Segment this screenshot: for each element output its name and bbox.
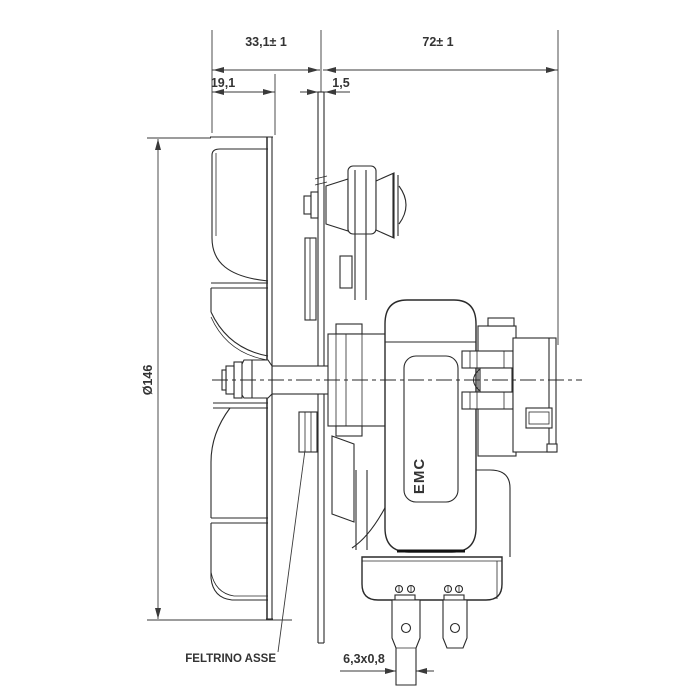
mount-dome — [398, 185, 407, 225]
dim-text-19: 19,1 — [211, 76, 235, 90]
arrowhead — [213, 67, 224, 73]
axle-felt-washer — [298, 411, 318, 453]
dimension-texts: 33,1± 1 72± 1 19,1 1,5 Ø146 6,3x0,8 FELT… — [141, 35, 454, 666]
motor-body: EMC — [384, 299, 477, 553]
mount-grommet-right — [375, 172, 395, 239]
bracket-clamp-bottom — [331, 435, 355, 523]
arrowhead — [263, 89, 274, 95]
arrowhead — [385, 668, 396, 674]
plate-break-mark — [314, 175, 328, 180]
terminal-hole — [449, 622, 461, 634]
bracket-arms — [331, 170, 391, 550]
bracket-clamp-top — [339, 255, 353, 289]
terminal-hole — [400, 622, 412, 634]
arrowhead — [307, 89, 318, 95]
arrowhead — [155, 608, 161, 619]
hub-and-shaft — [221, 359, 343, 399]
felt-leader-line — [277, 449, 306, 653]
end-housing-foot — [546, 443, 558, 453]
terminal-box — [361, 556, 503, 686]
rear-bearing-assembly — [461, 317, 558, 457]
terminal-screws — [394, 584, 464, 594]
fan-blade — [210, 316, 268, 361]
arrowhead — [416, 668, 427, 674]
arrowhead — [325, 67, 336, 73]
arrowhead — [325, 89, 336, 95]
terminal-box-body — [361, 556, 503, 601]
dimension-lines — [147, 30, 559, 674]
dim-text-33: 33,1± 1 — [245, 35, 287, 49]
dim-text-72: 72± 1 — [422, 35, 453, 49]
fan-blade — [210, 311, 269, 357]
end-housing-slot — [525, 407, 553, 429]
felt-callout-text: FELTRINO ASSE — [185, 653, 276, 665]
fan-blade — [210, 577, 268, 601]
motor-marking-text: EMC — [411, 458, 428, 494]
bushing-step-bottom — [335, 425, 363, 437]
bushing-step-top — [335, 323, 363, 335]
dim-text-terminal: 6,3x0,8 — [343, 652, 385, 666]
mount-bolt — [303, 195, 312, 215]
fan-blade — [211, 148, 268, 156]
mount-bolt — [310, 191, 319, 219]
bearing-bracket-tab — [487, 317, 515, 327]
dim-text-1-5: 1,5 — [332, 76, 349, 90]
bolt-detail-lines — [469, 351, 505, 409]
arrowhead — [308, 67, 319, 73]
end-housing-slot-inner — [528, 411, 550, 425]
plate-break-mark — [314, 181, 328, 186]
hub-nut — [239, 359, 273, 399]
spade-terminal-left — [391, 599, 421, 686]
arrowhead — [213, 89, 224, 95]
fan-blade — [211, 237, 269, 282]
arrowhead — [155, 139, 161, 150]
spacers-and-felt — [298, 237, 318, 453]
terminal-base — [394, 594, 416, 601]
plate-spacer — [304, 237, 317, 321]
motor-label-plate — [403, 355, 459, 503]
fan-blade — [210, 407, 231, 518]
dim-text-diameter: Ø146 — [141, 365, 155, 396]
rear-foot-bracket — [476, 469, 511, 557]
mount-bracket — [347, 165, 377, 235]
terminal-base — [443, 594, 465, 601]
arrowhead — [546, 67, 557, 73]
mount-grommet-left — [325, 178, 349, 232]
fan-blade — [210, 571, 268, 597]
